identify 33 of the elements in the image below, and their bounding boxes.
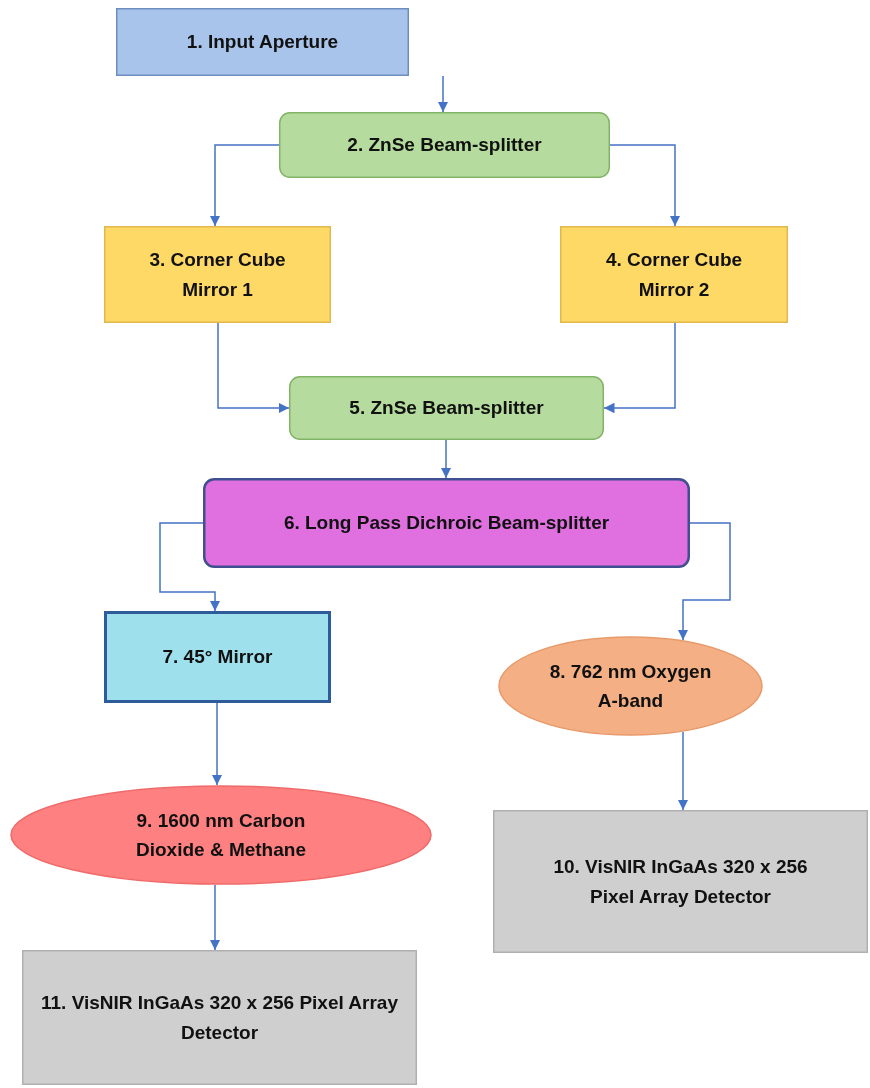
detector-box	[493, 810, 868, 953]
process-box	[116, 8, 409, 76]
node-label: 1. Input Aperture	[185, 30, 340, 55]
process-box	[104, 611, 331, 703]
arrow	[209, 144, 280, 227]
arrow	[440, 439, 452, 479]
node-label: 6. Long Pass Dichroic Beam-splitter	[282, 511, 611, 536]
band-ellipse	[10, 785, 432, 885]
node-label: 2. ZnSe Beam-splitter	[346, 133, 543, 158]
node-label: 4. Corner Cube Mirror 2	[604, 248, 744, 302]
arrow	[609, 144, 681, 227]
node-label: 11. VisNIR InGaAs 320 x 256 Pixel Array Detector	[40, 991, 399, 1045]
arrow	[209, 884, 221, 951]
arrow	[677, 522, 731, 641]
arrow	[159, 522, 221, 612]
node-label: 5. ZnSe Beam-splitter	[348, 396, 545, 421]
node-label: 10. VisNIR InGaAs 320 x 256 Pixel Array Detector	[552, 855, 809, 909]
process-box	[203, 478, 690, 568]
arrow	[437, 75, 449, 113]
band-ellipse	[498, 636, 763, 736]
arrow	[217, 322, 290, 414]
process-box	[279, 112, 610, 178]
node-label: 7. 45° Mirror	[161, 645, 274, 670]
detector-box	[22, 950, 417, 1085]
arrow	[211, 702, 223, 786]
process-box	[560, 226, 788, 323]
arrow	[603, 322, 676, 414]
node-label: 9. 1600 nm Carbon Dioxide & Methane	[135, 808, 307, 862]
process-box	[289, 376, 604, 440]
process-box	[104, 226, 331, 323]
node-label: 8. 762 nm Oxygen A-band	[548, 659, 713, 713]
arrow	[677, 731, 689, 811]
node-label: 3. Corner Cube Mirror 1	[148, 248, 287, 302]
